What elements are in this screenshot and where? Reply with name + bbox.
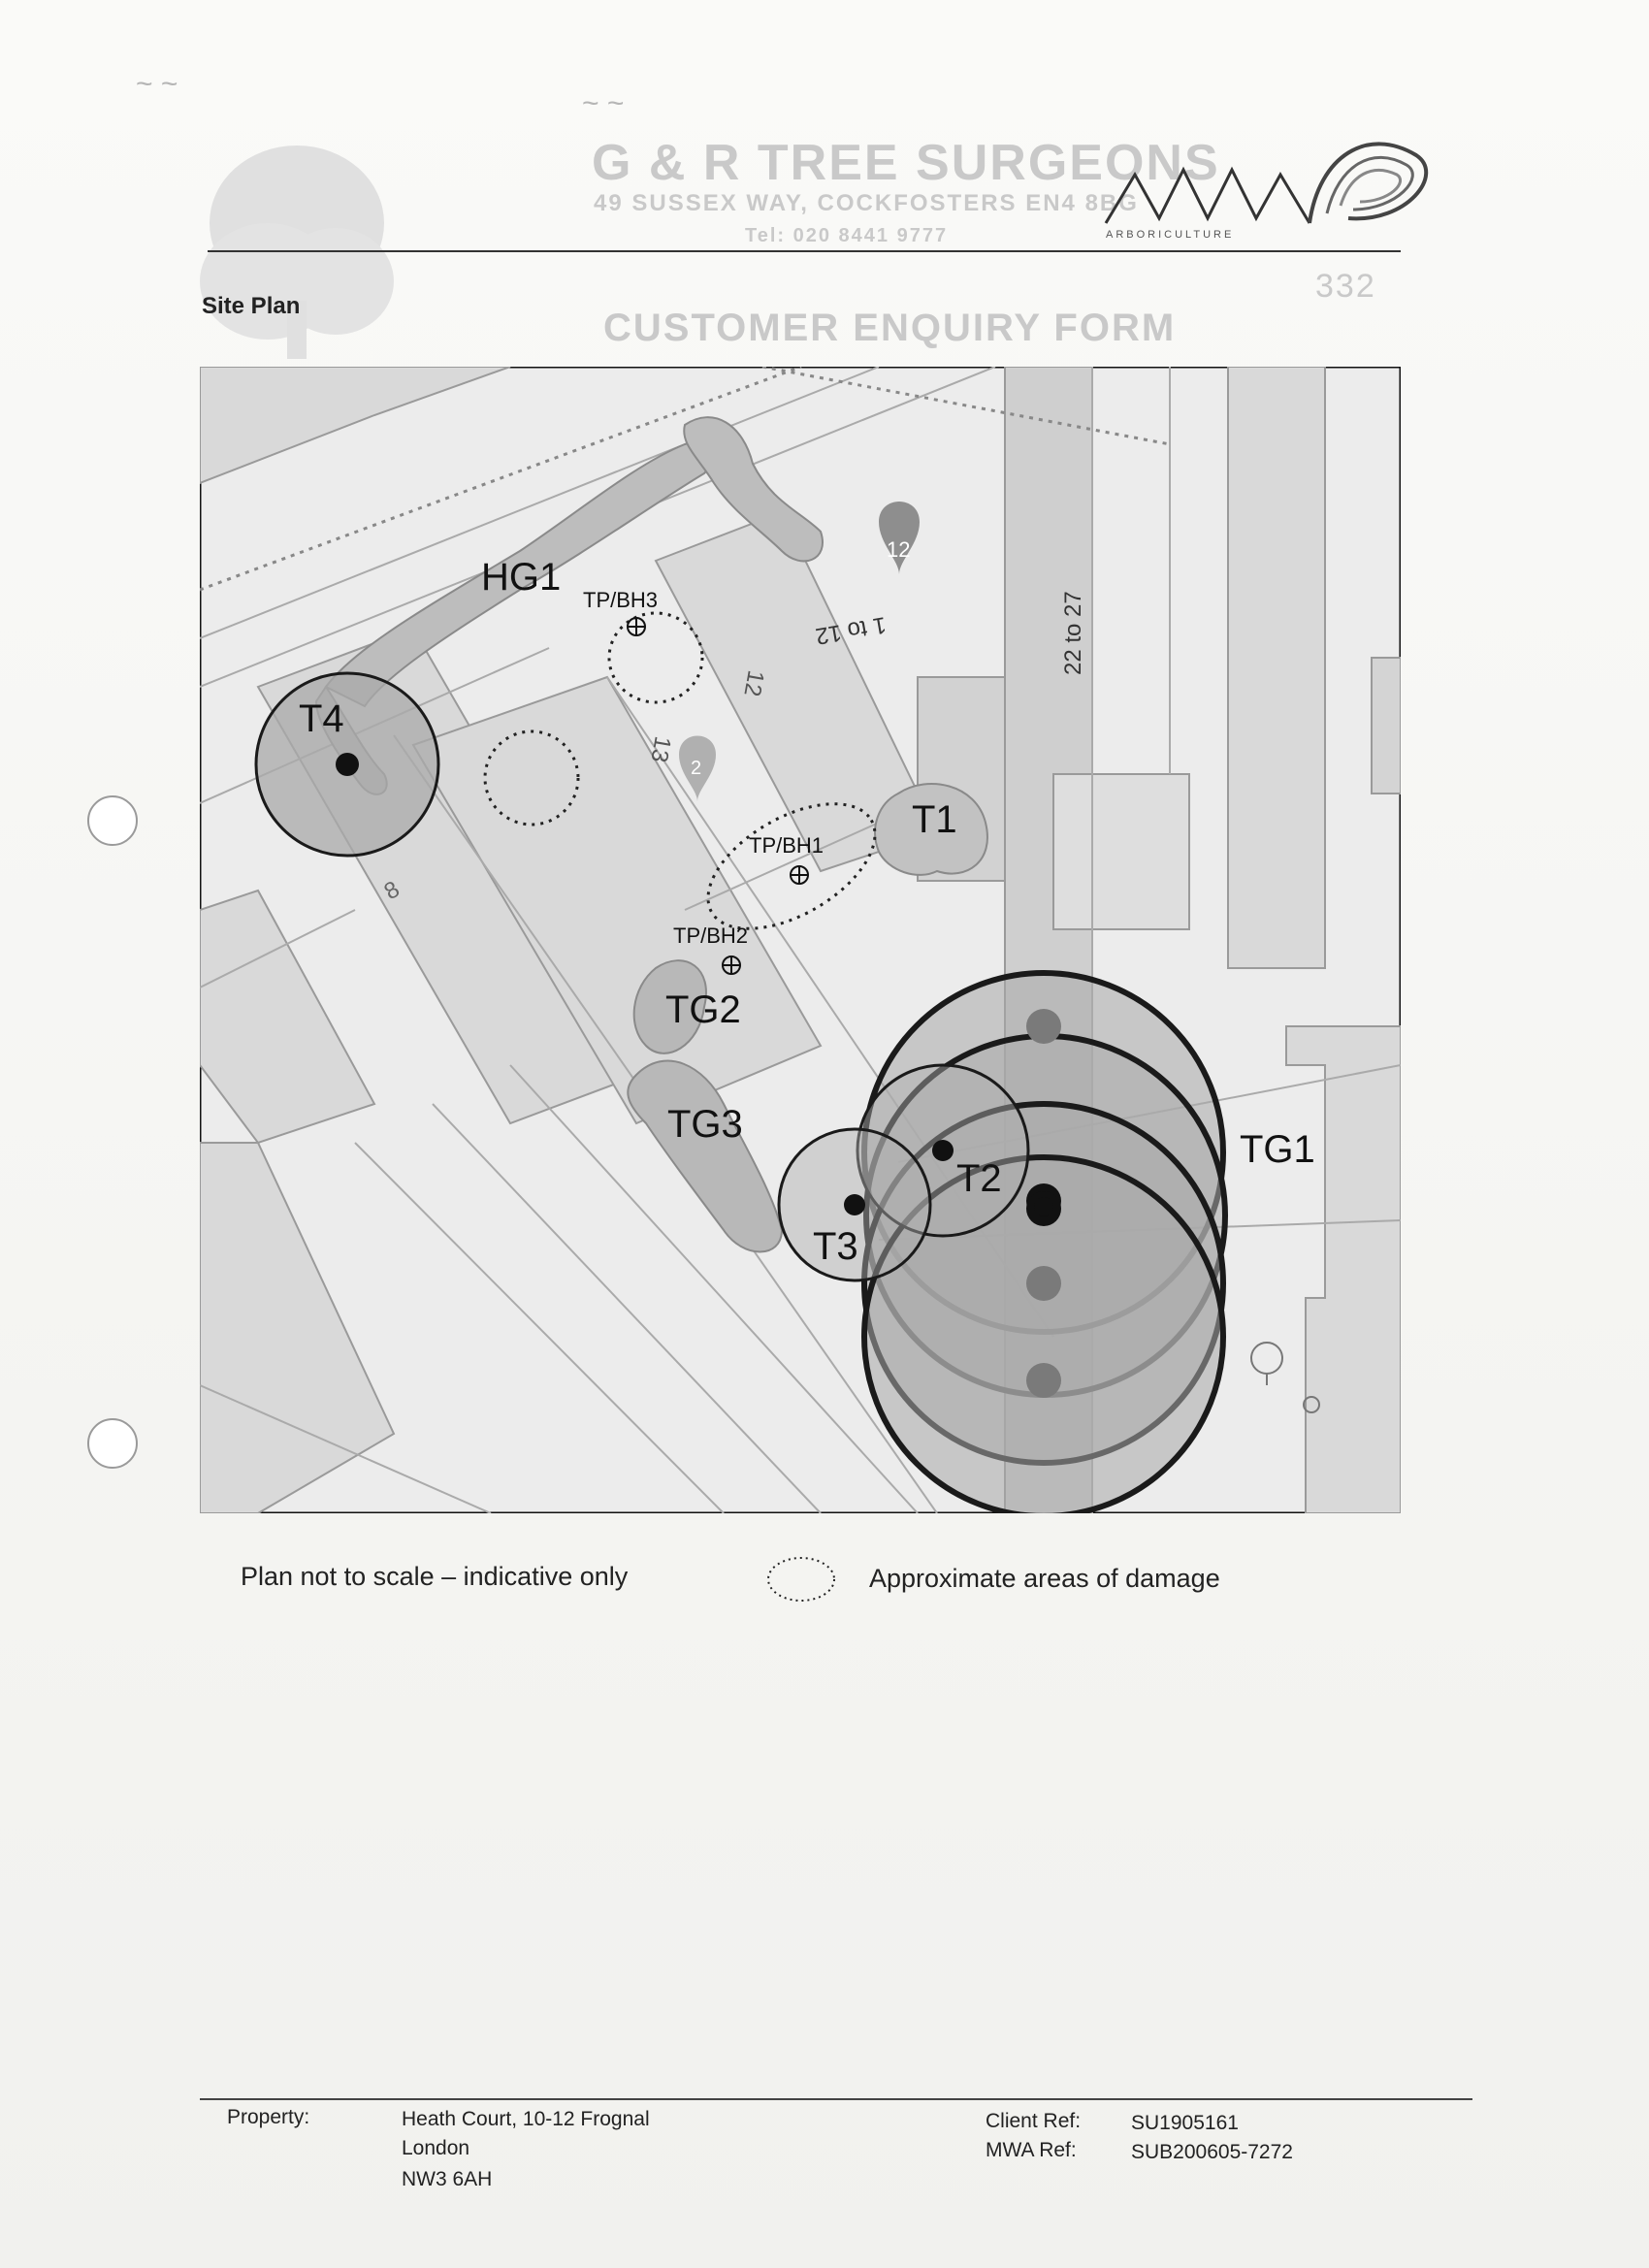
map-pin-icon xyxy=(879,502,920,574)
property-address-line1: Heath Court, 10-12 Frognal xyxy=(402,2108,650,2130)
map-pin-icon xyxy=(679,735,716,801)
damage-legend-icon xyxy=(767,1557,835,1602)
label-t4: T4 xyxy=(299,697,344,740)
boundary-dotted-line xyxy=(200,367,802,592)
ghost-company-name: G & R TREE SURGEONS xyxy=(592,135,1220,191)
damage-legend-label: Approximate areas of damage xyxy=(869,1564,1220,1593)
ghost-form-title: CUSTOMER ENQUIRY FORM xyxy=(603,307,1177,349)
label-t2: T2 xyxy=(956,1157,1002,1200)
label-t1: T1 xyxy=(912,798,957,841)
site-plan-title: Site Plan xyxy=(202,293,301,319)
label-tg2: TG2 xyxy=(665,988,741,1031)
ghost-company-address: 49 SUSSEX WAY, COCKFOSTERS EN4 8BG xyxy=(594,190,1139,216)
tree-t3-stem xyxy=(844,1194,865,1215)
label-tg3: TG3 xyxy=(667,1103,743,1146)
mwa-ref-value: SUB200605-7272 xyxy=(1131,2141,1293,2163)
label-t3: T3 xyxy=(813,1225,858,1268)
tree-group-tg2-tg3 xyxy=(627,959,784,1253)
label-pin-12: 12 xyxy=(887,537,910,562)
ghost-company-tel: Tel: 020 8441 9777 xyxy=(745,225,949,246)
mwa-logo xyxy=(1104,142,1429,224)
ghost-reference-number: 332 xyxy=(1315,268,1376,305)
label-hg1: HG1 xyxy=(481,556,561,599)
client-ref-value: SU1905161 xyxy=(1131,2112,1239,2134)
punch-hole xyxy=(87,795,138,846)
ghost-tree-icon xyxy=(200,146,394,359)
label-street-22-27: 22 to 27 xyxy=(1060,591,1086,675)
property-address-line3: NW3 6AH xyxy=(402,2168,493,2190)
tree-group-tg1-stems xyxy=(1026,1009,1061,1398)
damage-areas xyxy=(483,611,877,930)
boundary-dotted-line xyxy=(761,367,1171,446)
scan-mark: ~ ~ xyxy=(582,87,625,119)
small-tree-icon xyxy=(1250,1342,1320,1413)
mwa-ref-label: MWA Ref: xyxy=(986,2139,1077,2161)
label-building-12: 12 xyxy=(738,668,768,698)
logo-subtitle: ARBORICULTURE xyxy=(1106,229,1235,241)
site-plan-map: HG1 TP/BH3 T4 T1 TP/BH1 TP/BH2 TG2 TG3 T… xyxy=(200,367,1401,1513)
label-building-13: 13 xyxy=(645,734,675,764)
scale-note: Plan not to scale – indicative only xyxy=(241,1562,629,1591)
label-tp-bh3: TP/BH3 xyxy=(583,588,658,612)
label-tg1: TG1 xyxy=(1240,1128,1315,1171)
scan-mark: ~ ~ xyxy=(136,68,178,100)
property-label: Property: xyxy=(227,2106,310,2128)
footer-rule xyxy=(200,2098,1472,2100)
client-ref-label: Client Ref: xyxy=(986,2110,1082,2132)
header-rule xyxy=(208,250,1401,252)
tree-t4-stem xyxy=(336,753,359,776)
property-address-line2: London xyxy=(402,2137,470,2159)
label-pin-2: 2 xyxy=(691,758,701,779)
tree-t2-stem xyxy=(932,1140,954,1161)
label-tp-bh1: TP/BH1 xyxy=(749,833,824,858)
punch-hole xyxy=(87,1418,138,1469)
label-tp-bh2: TP/BH2 xyxy=(673,923,748,948)
trial-pit-markers xyxy=(627,617,809,975)
